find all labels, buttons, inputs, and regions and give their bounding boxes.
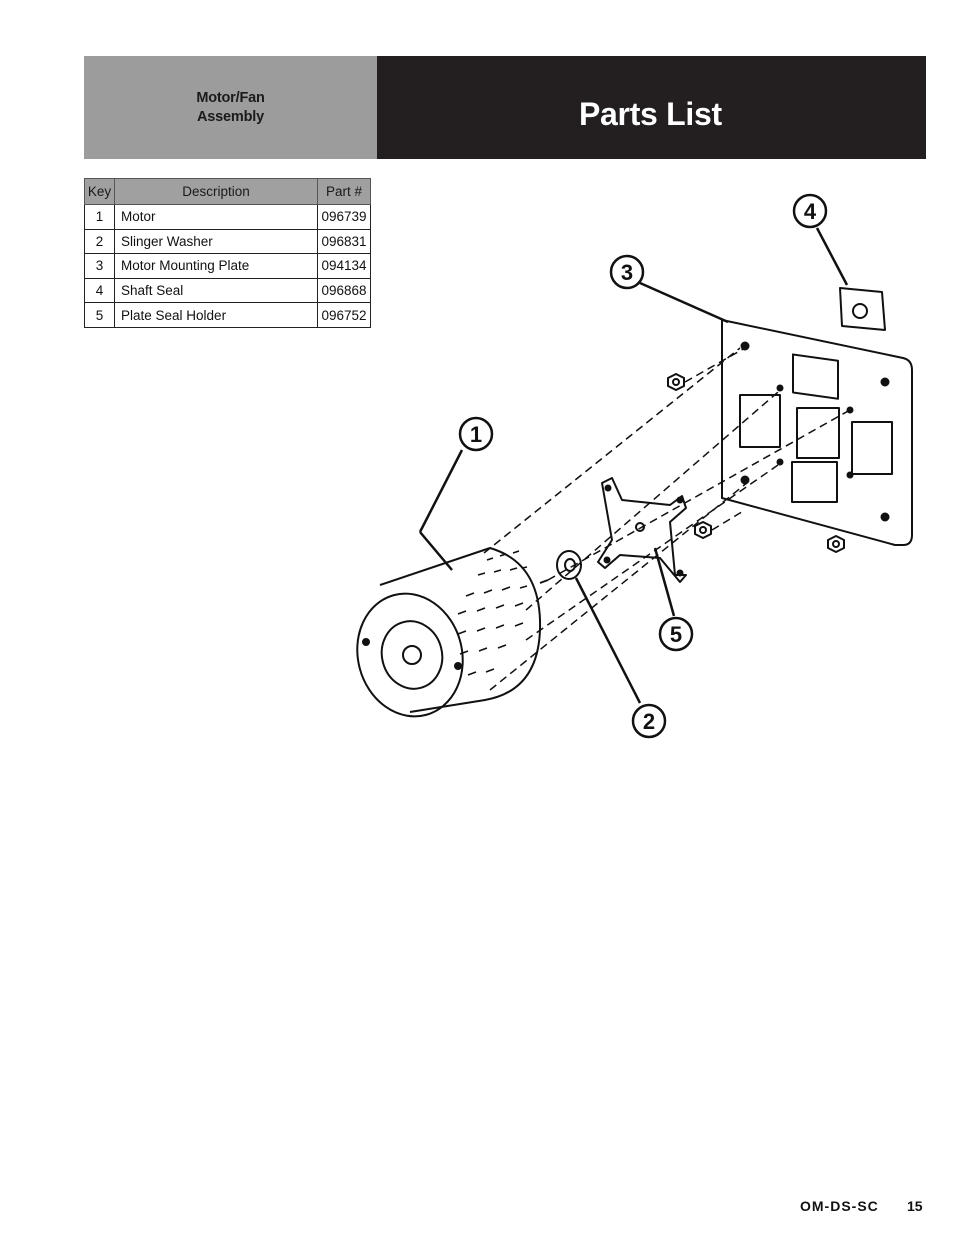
callout-2: 2: [643, 709, 655, 734]
leader-lines: [418, 227, 849, 704]
row-key: 1: [84, 204, 115, 230]
table-row: 5 Plate Seal Holder 096752: [84, 302, 371, 328]
row-description: Motor: [114, 204, 318, 230]
row-part-number: 096868: [317, 277, 371, 304]
callout-3: 3: [621, 260, 633, 285]
callout-1: 1: [470, 422, 482, 447]
table-row: 3 Motor Mounting Plate 094134: [84, 253, 371, 279]
plate-seal-holder: [597, 477, 687, 583]
title-bar: Parts List: [377, 56, 926, 159]
column-header-part: Part #: [317, 178, 371, 205]
table-header-row: Key Description Part #: [84, 178, 371, 205]
row-description: Shaft Seal: [114, 277, 318, 304]
motor: [356, 547, 549, 718]
column-header-description: Description: [114, 178, 318, 205]
page-number: 15: [907, 1198, 923, 1214]
hex-nut: [667, 373, 685, 391]
shaft-seal: [839, 287, 886, 331]
exploded-assembly-diagram: 1 2 3 4 5: [356, 193, 913, 739]
alignment-lines: [483, 347, 851, 691]
table-row: 2 Slinger Washer 096831: [84, 228, 371, 255]
row-description: Slinger Washer: [114, 228, 318, 255]
hex-nut: [827, 535, 845, 553]
callout-circle: [658, 616, 694, 652]
parts-table: Key Description Part # 1 Motor 096739 2 …: [84, 178, 371, 328]
page-title: Parts List: [579, 96, 722, 132]
row-key: 3: [84, 253, 115, 279]
row-part-number: 096752: [317, 302, 371, 328]
section-label: Motor/Fan Assembly: [84, 56, 377, 159]
callout-circle: [631, 703, 667, 739]
callout-circle: [792, 193, 828, 229]
row-description: Plate Seal Holder: [114, 302, 318, 328]
row-key: 5: [84, 302, 115, 328]
row-key: 4: [84, 277, 115, 304]
callout-circle: [609, 254, 645, 290]
document-code: OM-DS-SC: [800, 1198, 879, 1214]
table-row: 4 Shaft Seal 096868: [84, 277, 371, 304]
section-label-line1: Motor/Fan: [196, 89, 265, 106]
section-label-line2: Assembly: [197, 108, 264, 125]
callout-4: 4: [804, 199, 817, 224]
row-key: 2: [84, 228, 115, 255]
motor-mounting-plate: [721, 319, 913, 546]
row-part-number: 096739: [317, 204, 371, 230]
callout-5: 5: [670, 622, 682, 647]
hex-nut: [694, 521, 712, 539]
table-row: 1 Motor 096739: [84, 204, 371, 230]
row-description: Motor Mounting Plate: [114, 253, 318, 279]
column-header-key: Key: [84, 178, 115, 205]
row-part-number: 096831: [317, 228, 371, 255]
callout-circle: [458, 416, 494, 452]
